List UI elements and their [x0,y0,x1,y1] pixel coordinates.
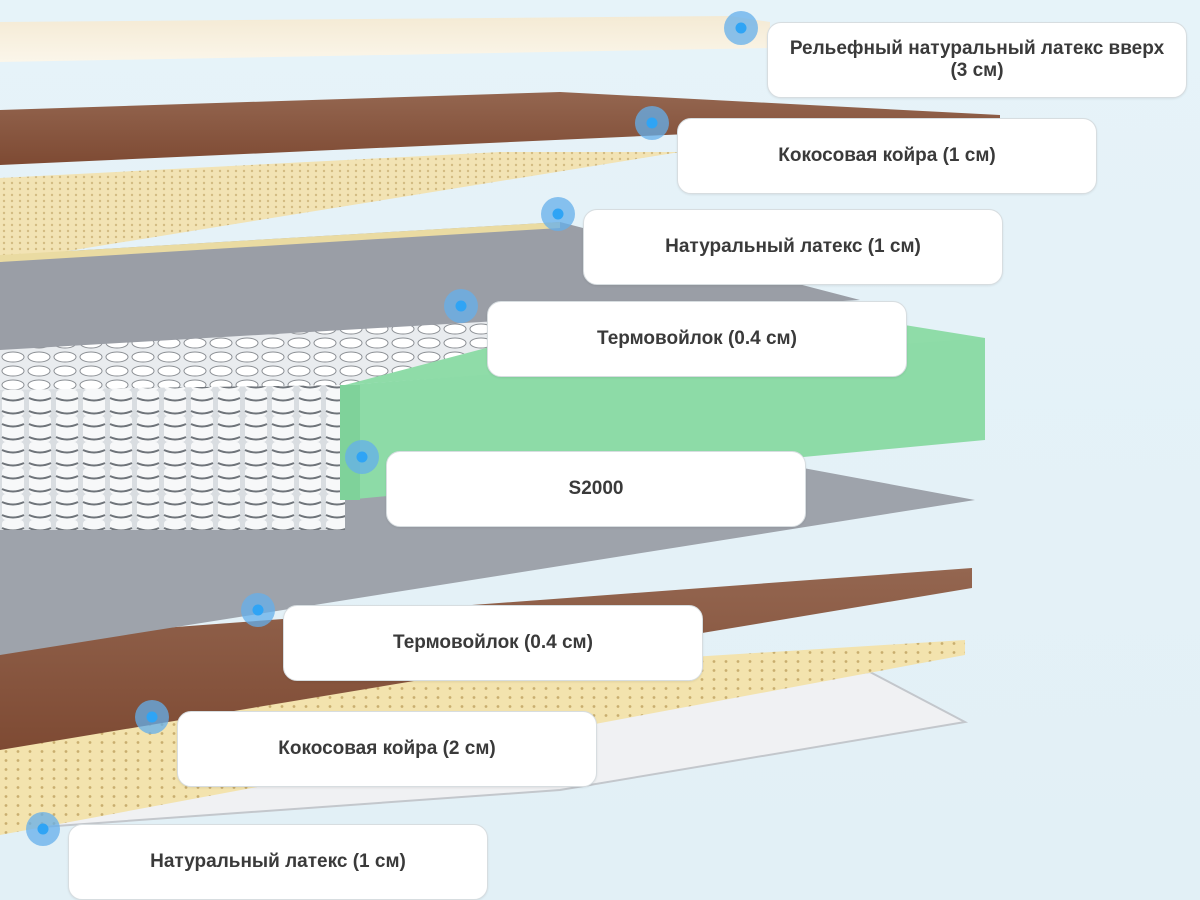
hotspot-layer-1[interactable] [724,11,758,45]
layer-label-4: Термовойлок (0.4 см) [487,301,907,377]
hotspot-layer-5[interactable] [345,440,379,474]
layer-upper-latex-edge [0,222,560,262]
hotspot-layer-7[interactable] [135,700,169,734]
hotspot-layer-8[interactable] [26,812,60,846]
spring-block-side [0,385,345,530]
layer-label-5: S2000 [386,451,806,527]
layer-label-2: Кокосовая койра (1 см) [677,118,1097,194]
layer-top-relief-latex [0,16,770,62]
hotspot-layer-3[interactable] [541,197,575,231]
layer-label-6: Термовойлок (0.4 см) [283,605,703,681]
layer-label-3: Натуральный латекс (1 см) [583,209,1003,285]
layer-upper-latex [0,152,680,262]
hotspot-layer-4[interactable] [444,289,478,323]
layer-label-1: Рельефный натуральный латекс вверх (3 см… [767,22,1187,98]
hotspot-layer-2[interactable] [635,106,669,140]
hotspot-layer-6[interactable] [241,593,275,627]
layer-upper-coir [0,92,1000,165]
layer-label-8: Натуральный латекс (1 см) [68,824,488,900]
layer-label-7: Кокосовая койра (2 см) [177,711,597,787]
